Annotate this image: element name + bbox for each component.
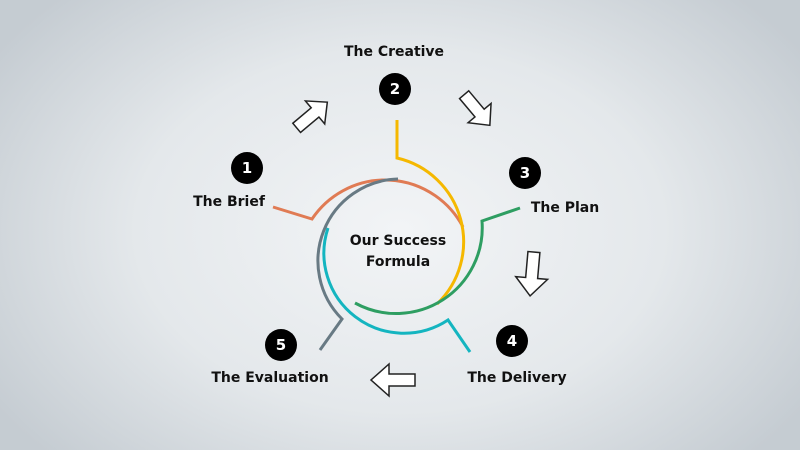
step-5-badge: 5	[265, 329, 297, 361]
step-4-label: The Delivery	[467, 370, 567, 386]
step-5-label: The Evaluation	[211, 370, 329, 386]
step-3-label: The Plan	[530, 200, 600, 216]
diagram-title: Our Success Formula	[350, 231, 446, 273]
step-2-badge: 2	[379, 73, 411, 105]
arc-delivery	[322, 227, 472, 353]
arc-evaluation	[316, 177, 399, 351]
arc-brief	[272, 178, 465, 228]
step-1-badge: 1	[231, 152, 263, 184]
title-line-1: Our Success	[349, 233, 447, 249]
arrow-down-right-icon	[458, 89, 492, 127]
arrow-down-icon	[514, 250, 550, 298]
step-1-label: The Brief	[193, 194, 265, 210]
arrow-left-icon	[369, 362, 416, 398]
arrow-up-right-icon	[291, 100, 329, 134]
arc-plan	[354, 206, 521, 315]
title-line-2: Formula	[365, 254, 431, 270]
step-4-badge: 4	[496, 325, 528, 357]
step-3-badge: 3	[509, 157, 541, 189]
step-2-label: The Creative	[343, 44, 445, 60]
arc-creative	[395, 120, 466, 306]
